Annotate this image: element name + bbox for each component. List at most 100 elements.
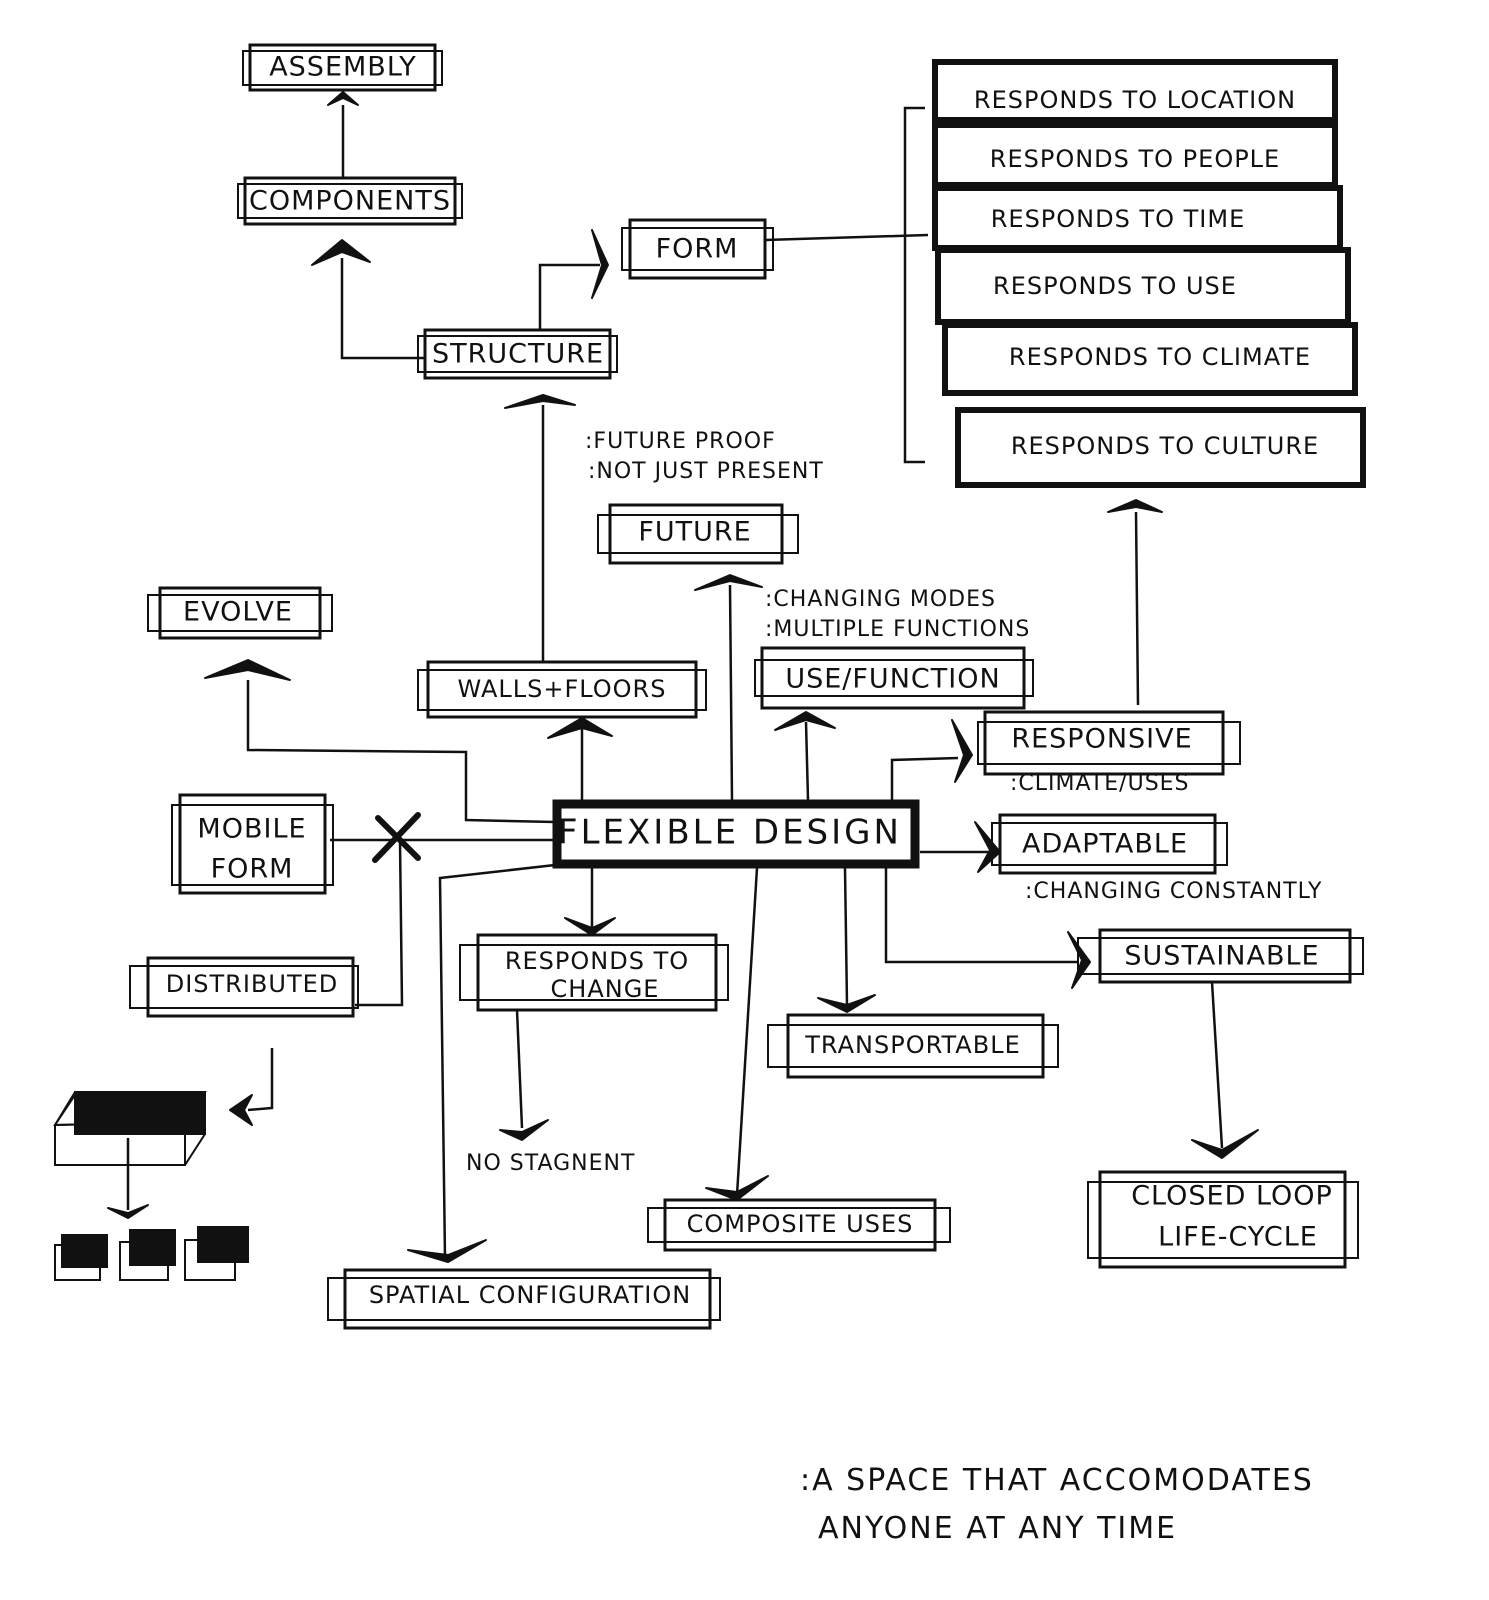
- node-responds-time: RESPONDS TO TIME: [932, 185, 1343, 251]
- node-responds-change-label-1: RESPONDS TO: [505, 947, 689, 975]
- arrowhead-down: [499, 1119, 549, 1141]
- node-responds-use: RESPONDS TO USE: [935, 247, 1351, 325]
- edge-distributed-blocks: [247, 1048, 274, 1112]
- edge-flexible-sustainable: [884, 868, 1078, 964]
- edge-structure-form: [538, 263, 600, 330]
- note-footer-line1: :A SPACE THAT ACCOMODATES: [800, 1463, 1314, 1498]
- node-composite-uses: COMPOSITE USES: [647, 1198, 951, 1252]
- node-responds-climate: RESPONDS TO CLIMATE: [942, 322, 1358, 396]
- node-walls-floors: WALLS+FLOORS: [417, 660, 707, 719]
- node-form-label: FORM: [656, 234, 739, 265]
- arrowhead-down: [1191, 1129, 1259, 1159]
- edge-flexible-future: [728, 584, 734, 801]
- node-future-label: FUTURE: [638, 517, 751, 548]
- node-evolve-label: EVOLVE: [183, 597, 293, 628]
- node-responds-people: RESPONDS TO PEOPLE: [932, 122, 1338, 188]
- arrowhead-up: [774, 711, 836, 731]
- edge-flexible-transportable: [843, 867, 849, 1006]
- node-transportable-label: TRANSPORTABLE: [804, 1031, 1020, 1059]
- responds-bracket: [903, 106, 925, 464]
- arrowhead-up: [547, 717, 613, 739]
- node-assembly-label: ASSEMBLY: [269, 52, 417, 83]
- node-components-label: COMPONENTS: [249, 186, 451, 217]
- connectors: [126, 105, 1224, 1259]
- edge-form-responds: [764, 233, 929, 242]
- node-use-function: USE/FUNCTION: [754, 646, 1034, 710]
- node-mobile-form-label-2: FORM: [211, 854, 294, 885]
- small-block-icon: [119, 1229, 176, 1281]
- node-form: FORM: [621, 218, 774, 280]
- node-flexible-design: FLEXIBLE DESIGN: [552, 799, 920, 869]
- edge-responsive-responds: [1134, 511, 1140, 706]
- arrowhead-right: [591, 229, 609, 299]
- node-distributed-label: DISTRIBUTED: [166, 970, 339, 998]
- node-responsive: RESPONSIVE: [977, 710, 1241, 776]
- node-sustainable-label: SUSTAINABLE: [1124, 941, 1319, 972]
- arrowhead-down: [107, 1204, 149, 1219]
- arrowhead-left: [229, 1094, 253, 1126]
- node-flexible-design-label: FLEXIBLE DESIGN: [558, 813, 902, 853]
- node-composite-uses-label: COMPOSITE USES: [687, 1210, 914, 1238]
- responds-use-label: RESPONDS TO USE: [993, 272, 1237, 300]
- edge-sustainable-closedloop: [1210, 981, 1224, 1149]
- node-components: COMPONENTS: [237, 176, 463, 226]
- note-changing-constantly: :CHANGING CONSTANTLY: [1025, 879, 1322, 904]
- small-block-icon: [54, 1234, 108, 1281]
- node-responds-change-label-2: CHANGE: [551, 975, 660, 1003]
- arrowheads: [107, 91, 1259, 1263]
- arrowhead-up: [694, 574, 763, 591]
- node-closed-loop: CLOSED LOOP LIFE-CYCLE: [1087, 1170, 1359, 1269]
- node-distributed: DISTRIBUTED: [129, 956, 359, 1018]
- arrowhead-up: [504, 394, 576, 409]
- note-not-just-present: :NOT JUST PRESENT: [588, 459, 824, 484]
- edge-flexible-evolve: [246, 680, 556, 824]
- x-mark-icon: [372, 812, 421, 863]
- node-spatial-configuration-label: SPATIAL CONFIGURATION: [369, 1281, 691, 1309]
- node-closed-loop-label-2: LIFE-CYCLE: [1158, 1222, 1318, 1253]
- small-block-icon: [184, 1226, 249, 1281]
- node-evolve: EVOLVE: [147, 586, 333, 640]
- responds-climate-label: RESPONDS TO CLIMATE: [1009, 343, 1311, 371]
- note-changing-modes: :CHANGING MODES: [765, 587, 996, 612]
- edge-flexible-composite: [735, 867, 759, 1196]
- responds-people-label: RESPONDS TO PEOPLE: [990, 145, 1280, 173]
- node-responds-change: RESPONDS TO CHANGE: [459, 933, 729, 1012]
- arrowhead-up: [327, 91, 359, 106]
- arrowhead-down: [817, 994, 876, 1013]
- node-adaptable: ADAPTABLE: [991, 813, 1228, 875]
- node-responsive-label: RESPONSIVE: [1011, 724, 1192, 755]
- node-responds-location: RESPONDS TO LOCATION: [932, 59, 1338, 123]
- responds-location-label: RESPONDS TO LOCATION: [974, 86, 1296, 114]
- node-structure: STRUCTURE: [417, 328, 618, 380]
- node-use-function-label: USE/FUNCTION: [785, 664, 1000, 695]
- edge-flexible-spatial: [438, 863, 556, 1259]
- block-sketch: [53, 1090, 249, 1281]
- note-footer-line2: ANYONE AT ANY TIME: [818, 1511, 1177, 1546]
- edge-flexible-responsive: [890, 756, 959, 800]
- node-structure-label: STRUCTURE: [432, 339, 604, 370]
- arrowhead-down: [564, 917, 616, 936]
- node-walls-floors-label: WALLS+FLOORS: [458, 675, 667, 703]
- edge-structure-components: [340, 258, 425, 360]
- edge-flexible-use: [804, 721, 810, 801]
- note-multiple-functions: :MULTIPLE FUNCTIONS: [765, 617, 1030, 642]
- large-block-icon: [53, 1090, 207, 1166]
- node-sustainable: SUSTAINABLE: [1077, 928, 1364, 984]
- arrowhead-up: [204, 659, 291, 681]
- node-spatial-configuration: SPATIAL CONFIGURATION: [327, 1268, 721, 1330]
- node-transportable: TRANSPORTABLE: [767, 1013, 1059, 1079]
- note-climate-uses: :CLIMATE/USES: [1010, 771, 1190, 796]
- edge-change-stagnent: [515, 1009, 524, 1129]
- note-no-stagnent: NO STAGNENT: [466, 1151, 635, 1176]
- arrowhead-up: [1107, 499, 1163, 513]
- node-future: FUTURE: [597, 503, 799, 565]
- responds-stack: RESPONDS TO LOCATION RESPONDS TO PEOPLE …: [932, 59, 1366, 488]
- arrowhead-down: [407, 1239, 487, 1263]
- node-mobile-form-label-1: MOBILE: [197, 814, 306, 845]
- node-adaptable-label: ADAPTABLE: [1022, 829, 1188, 860]
- node-assembly: ASSEMBLY: [242, 43, 443, 92]
- responds-culture-label: RESPONDS TO CULTURE: [1011, 432, 1319, 460]
- arrowhead-right: [951, 719, 973, 783]
- responds-time-label: RESPONDS TO TIME: [991, 205, 1246, 233]
